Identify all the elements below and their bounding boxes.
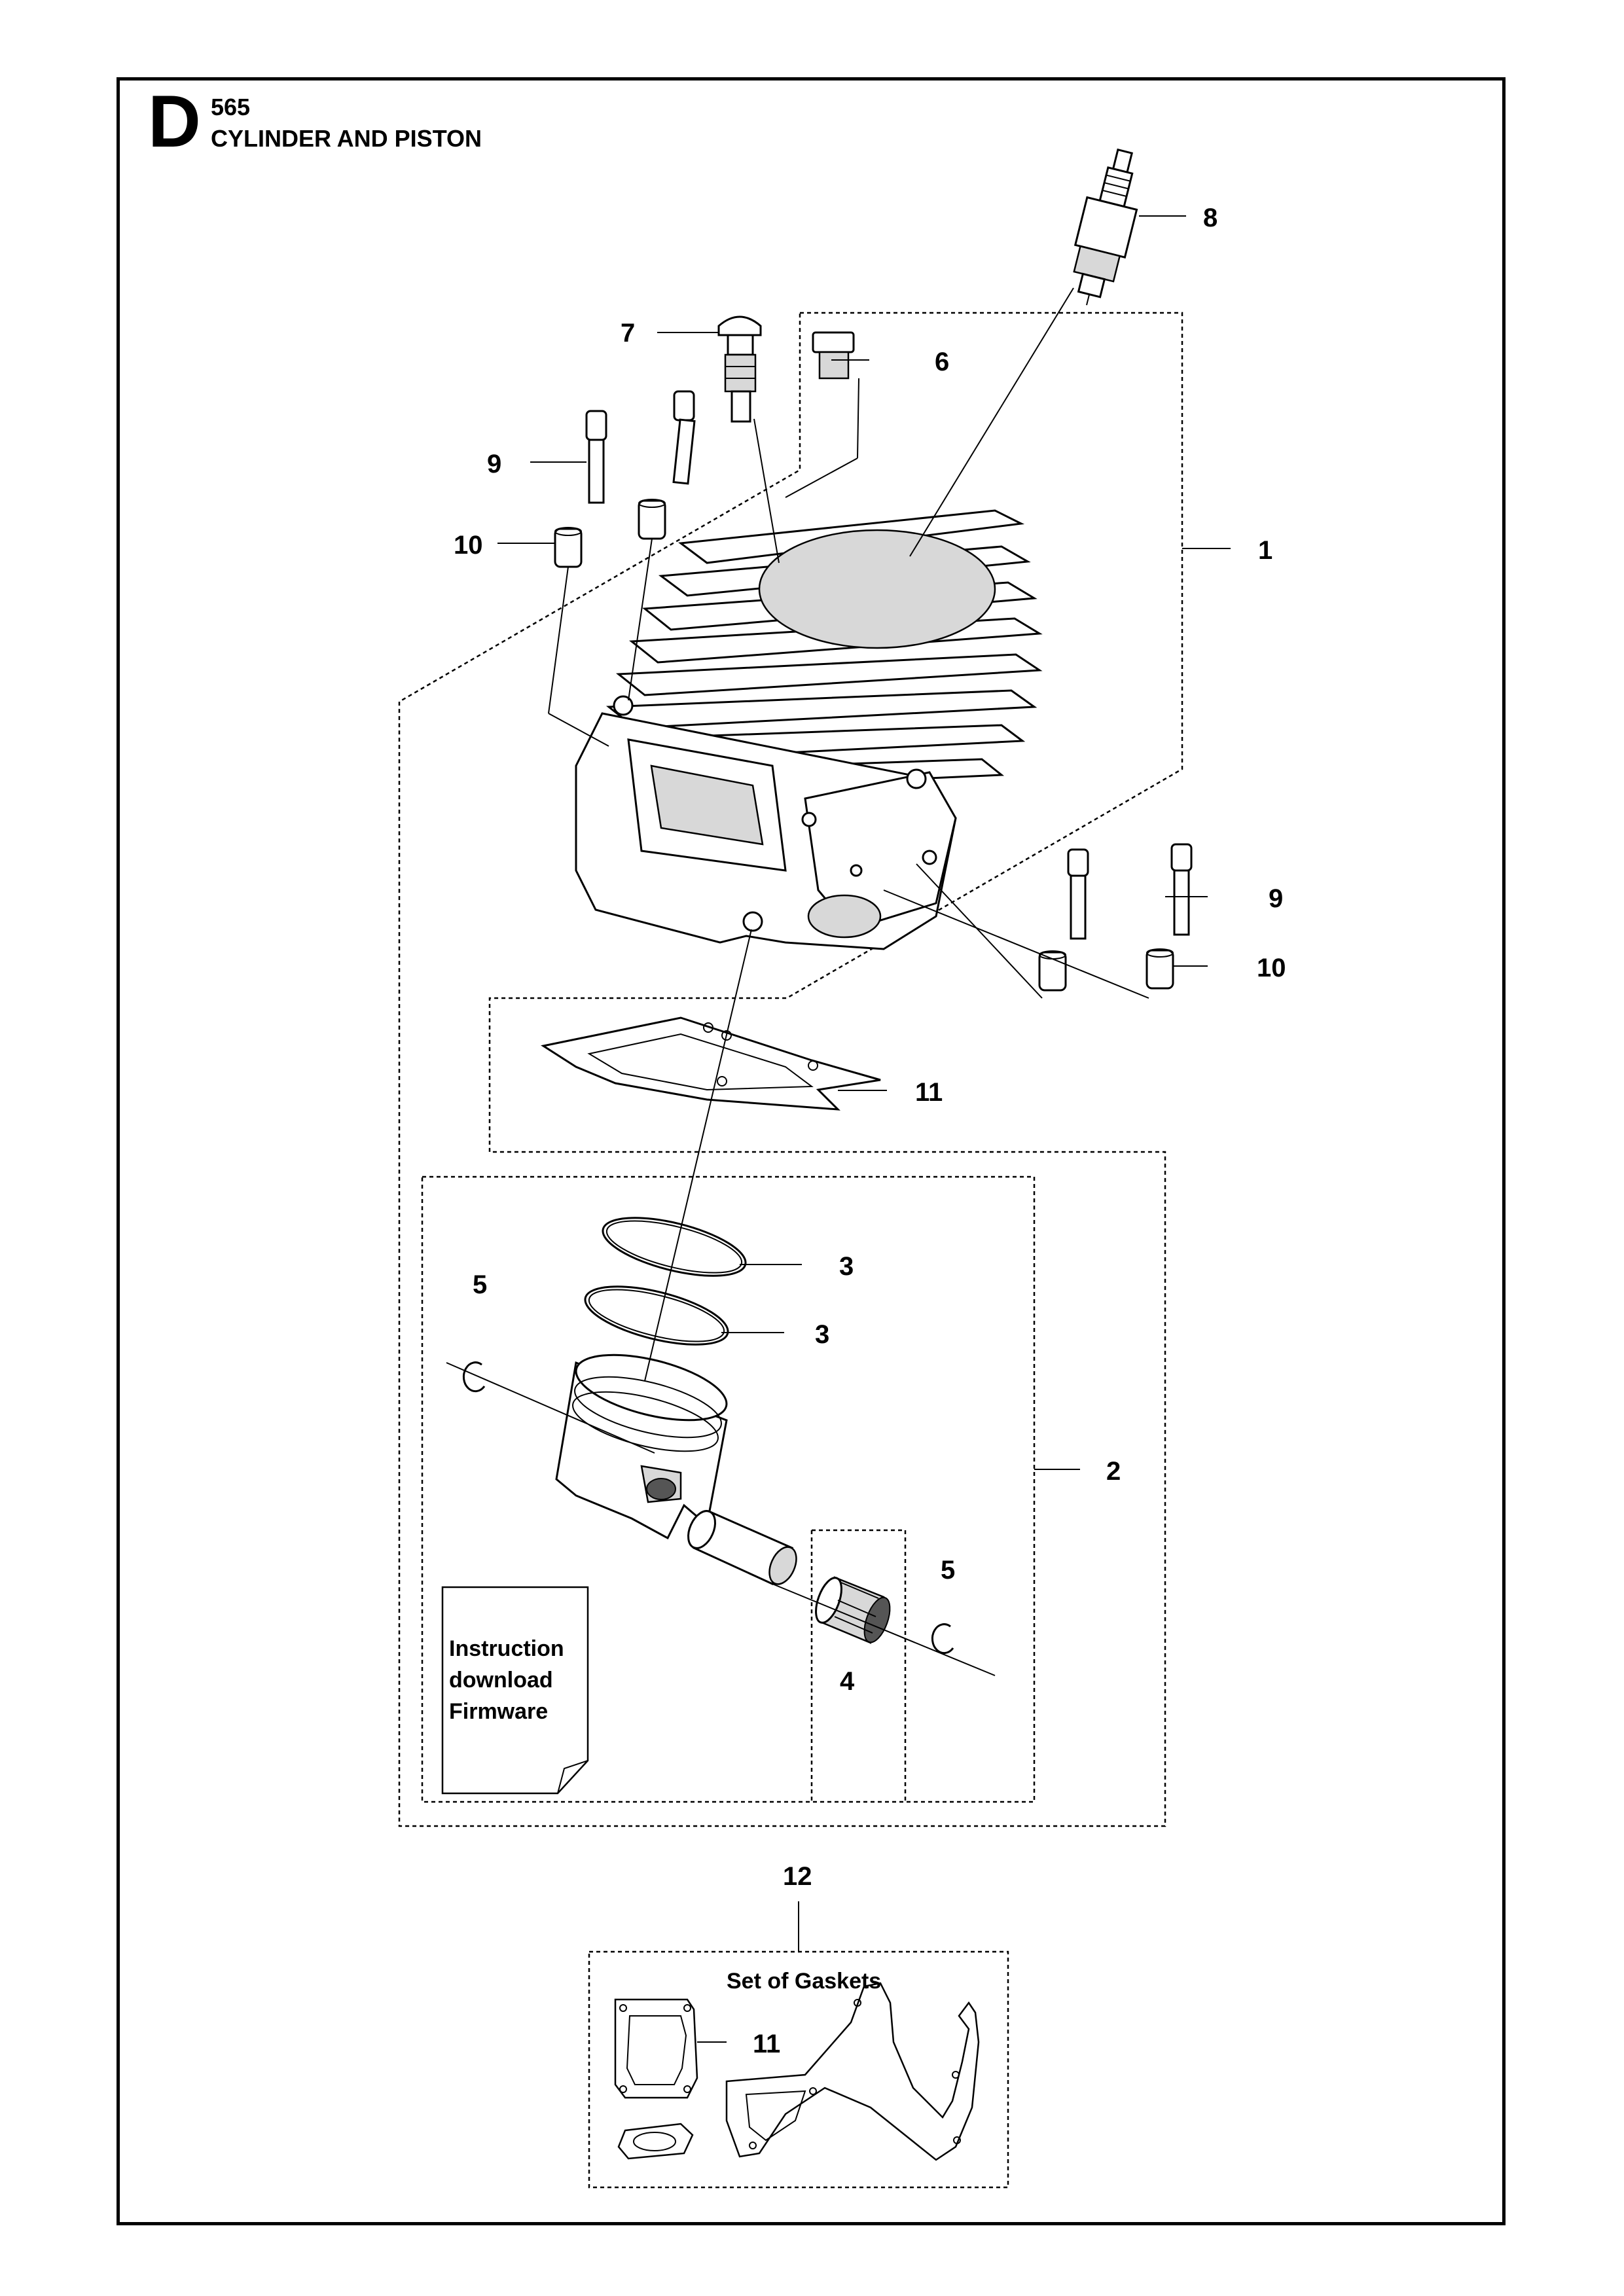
needle-bearing <box>815 1576 891 1644</box>
circlip-left <box>462 1361 486 1393</box>
callout-9-bottom: 9 <box>1269 884 1283 913</box>
callout-3-lower: 3 <box>815 1320 829 1349</box>
callout-2: 2 <box>1106 1457 1121 1486</box>
decompression-valve <box>717 315 762 423</box>
piston-ring-upper-inner <box>605 1220 743 1274</box>
washer-pair-bottom <box>1038 948 1174 992</box>
section-letter: D <box>148 81 201 162</box>
callout-3-upper: 3 <box>839 1252 854 1281</box>
instruction-card <box>441 1586 589 1795</box>
cylinder-cooling-fins <box>596 509 1043 793</box>
instruction-card-line-1: Instruction <box>449 1636 564 1661</box>
washer-pair-top <box>554 499 666 568</box>
page-border <box>117 77 1506 2225</box>
plug-part-6 <box>812 331 855 380</box>
section-title: CYLINDER AND PISTON <box>211 125 482 152</box>
spark-plug <box>1073 148 1138 306</box>
group-outline-cylinder <box>398 312 1183 1827</box>
callout-10-bottom: 10 <box>1257 954 1286 982</box>
model-number: 565 <box>211 94 251 120</box>
instruction-card-line-3: Firmware <box>449 1699 548 1724</box>
instruction-card-fold <box>557 1760 588 1794</box>
circlip-right <box>931 1623 954 1655</box>
gasket-set-cylinder-gasket <box>614 1998 698 2099</box>
callout-8: 8 <box>1203 204 1218 232</box>
bolt-pair-top <box>585 390 696 504</box>
callout-1: 1 <box>1258 536 1272 565</box>
instruction-card-line-2: download <box>449 1668 553 1693</box>
cylinder-base-gasket <box>541 1016 881 1111</box>
callout-12: 12 <box>783 1862 812 1891</box>
callout-11-set: 11 <box>753 2030 780 2058</box>
gasket-set-muffler-gasket <box>617 2123 694 2160</box>
callout-5-left: 5 <box>473 1270 487 1299</box>
piston-ring-lower <box>584 1285 729 1346</box>
callout-5-right: 5 <box>941 1556 955 1585</box>
gasket-set-crankcase-gasket <box>725 1982 980 2161</box>
callout-10-top: 10 <box>454 531 483 560</box>
gasket-set-title: Set of Gaskets <box>727 1969 881 1994</box>
group-outline-piston <box>421 1175 1036 1803</box>
callout-6: 6 <box>935 348 949 376</box>
piston-ring-lower-inner <box>588 1289 725 1342</box>
leader-lines <box>446 215 1231 2043</box>
callout-11-gasket: 11 <box>915 1078 943 1107</box>
cylinder <box>575 509 1043 950</box>
piston <box>555 1354 728 1540</box>
callout-4: 4 <box>840 1667 855 1696</box>
bolt-pair-bottom <box>1067 843 1193 940</box>
callout-7: 7 <box>621 319 635 348</box>
piston-pin <box>687 1510 797 1585</box>
callout-9-top: 9 <box>487 450 501 478</box>
